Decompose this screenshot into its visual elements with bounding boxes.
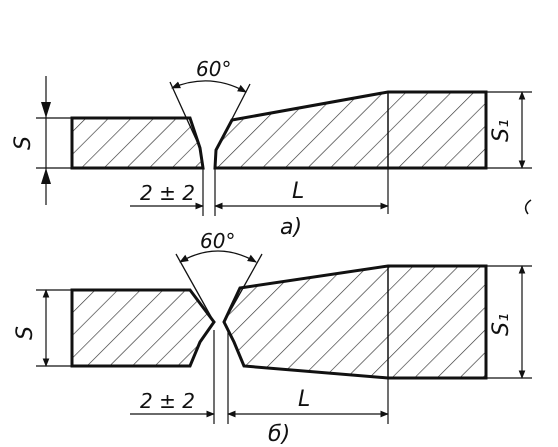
figure-b: 60° S S₁ 2 ± 2 L б) bbox=[13, 229, 532, 447]
s-label-a: S bbox=[11, 136, 36, 150]
left-plate-b bbox=[70, 288, 216, 368]
caption-a: а) bbox=[280, 215, 302, 240]
gap-label-b: 2 ± 2 bbox=[140, 389, 195, 413]
stray-mark bbox=[524, 199, 532, 215]
angle-label-b: 60° bbox=[200, 229, 235, 253]
angle-arc-b bbox=[179, 250, 257, 263]
groove-line-left-a bbox=[169, 81, 201, 149]
s-label-b: S bbox=[13, 326, 38, 340]
right-plate-b bbox=[222, 264, 488, 380]
figure-a: 60° S S₁ 2 ± 2 L а) bbox=[11, 57, 532, 240]
gap-label-a: 2 ± 2 bbox=[140, 181, 195, 205]
right-plate-a bbox=[213, 90, 488, 170]
l-label-a: L bbox=[292, 179, 304, 204]
s-arrow-bottom-a bbox=[41, 168, 51, 184]
groove-line-right-a bbox=[215, 83, 251, 151]
angle-label-a: 60° bbox=[196, 57, 231, 81]
l-label-b: L bbox=[298, 387, 310, 412]
left-plate-a bbox=[70, 116, 205, 170]
angle-arc-a bbox=[171, 80, 247, 93]
s1-label-b: S₁ bbox=[489, 313, 514, 336]
s-arrow-top-a bbox=[41, 102, 51, 118]
caption-b: б) bbox=[268, 422, 290, 447]
groove-line-left-b bbox=[175, 253, 215, 323]
s1-label-a: S₁ bbox=[489, 119, 514, 142]
groove-line-right-b bbox=[223, 253, 263, 323]
